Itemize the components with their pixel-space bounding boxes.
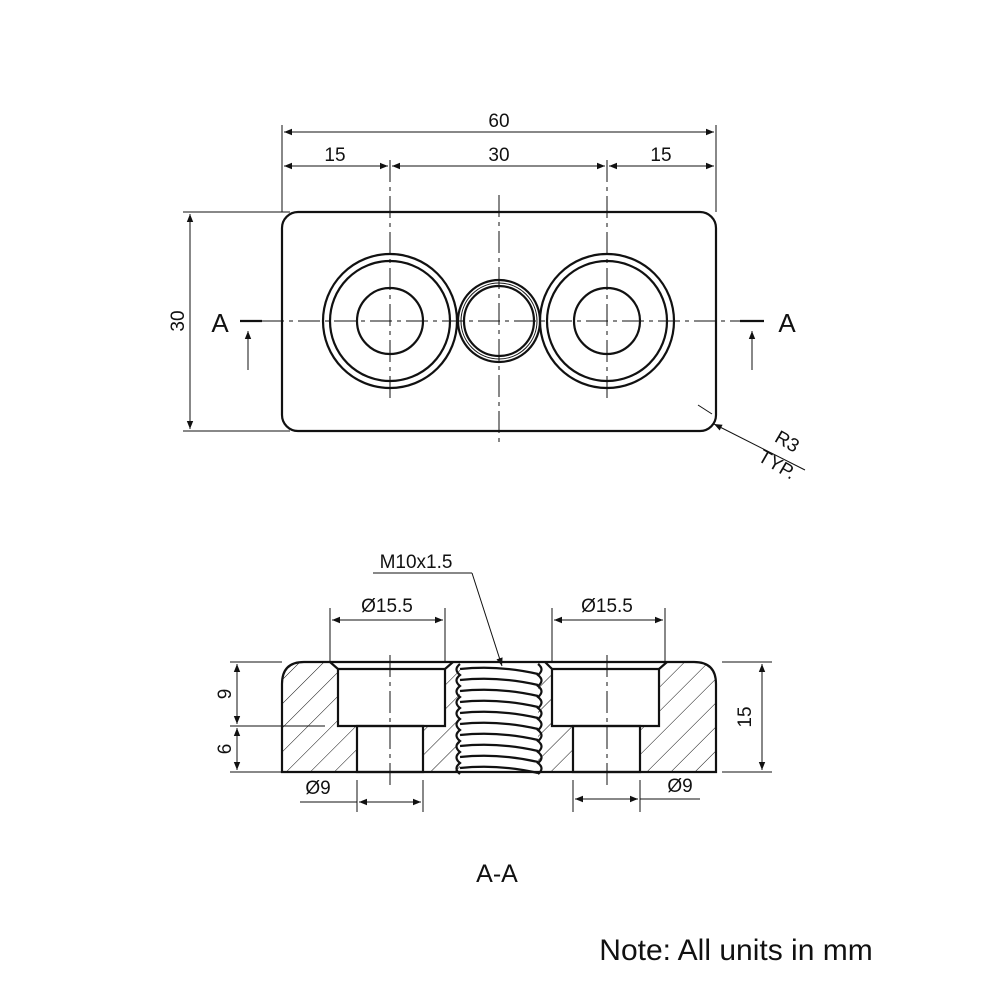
thread-crest: [459, 754, 539, 764]
section-outline: [280, 660, 718, 774]
dim-hole-spacing: 30: [488, 145, 509, 166]
thread-crest: [459, 699, 539, 709]
thread-crest: [459, 721, 539, 731]
thread-crest: [459, 743, 539, 753]
top-view: 60 15 30 15 30 A A R3 TYP.: [168, 111, 806, 484]
thread-crest: [459, 677, 539, 687]
svg-text:A: A: [778, 308, 796, 338]
dim-overall-width: 60: [488, 111, 509, 132]
thread-callout: M10x1.5: [380, 552, 453, 573]
thread-crest: [459, 710, 539, 720]
svg-text:A: A: [211, 308, 229, 338]
dimensions-top: 60 15 30 15 30: [168, 111, 717, 432]
thread-section: [455, 663, 543, 775]
dim-hole-right: Ø9: [667, 776, 692, 797]
section-marker-left: A: [211, 308, 262, 370]
thread-crest: [459, 688, 539, 698]
section-marker-right: A: [740, 308, 796, 370]
dim-right-offset: 15: [650, 145, 671, 166]
thread-profile: [536, 663, 543, 775]
dim-hole-depth: 6: [215, 744, 236, 755]
dim-height: 30: [168, 310, 189, 331]
dim-hole-left: Ø9: [305, 778, 330, 799]
dim-counterbore-right: Ø15.5: [581, 596, 633, 617]
dim-left-offset: 15: [324, 145, 345, 166]
dim-thickness: 15: [735, 706, 756, 727]
thread-crest: [459, 666, 539, 676]
thread-crest: [459, 732, 539, 742]
dim-counterbore-left: Ø15.5: [361, 596, 413, 617]
units-note: Note: All units in mm: [599, 934, 872, 967]
dim-counterbore-depth: 9: [215, 689, 236, 700]
radius-callout: R3 TYP.: [697, 404, 806, 484]
thread-profile: [455, 663, 462, 775]
section-view: Ø15.5 Ø15.5 M10x1.5 Ø9 Ø9 9 6: [215, 552, 772, 888]
thread-crest: [459, 765, 539, 775]
dimensions-section: Ø15.5 Ø15.5 M10x1.5 Ø9 Ø9 9 6: [215, 552, 772, 812]
threaded-hole: [456, 278, 542, 364]
section-title: A-A: [476, 860, 518, 888]
